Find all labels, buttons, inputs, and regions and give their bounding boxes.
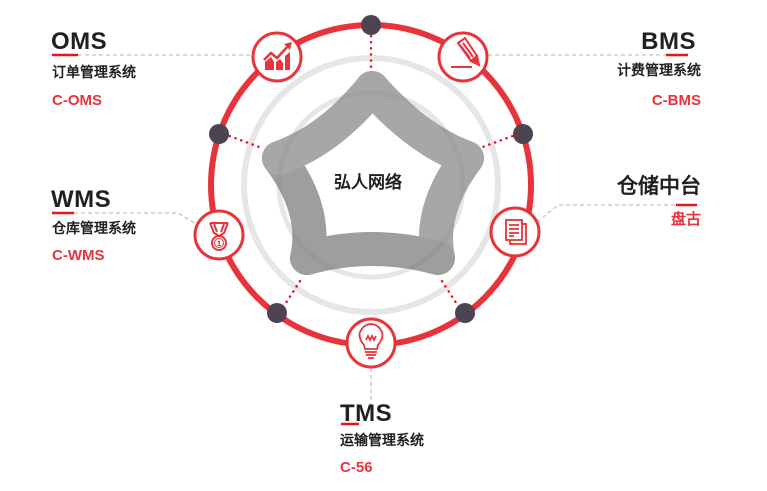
chart-growth-icon	[263, 42, 292, 70]
warehouse-title: 仓储中台	[617, 174, 701, 198]
bms-subtitle: 计费管理系统	[617, 63, 701, 79]
warehouse-icon-node[interactable]	[489, 206, 541, 258]
tms-subtitle: 运输管理系统	[340, 433, 424, 449]
bms-code: C-BMS	[651, 92, 701, 109]
medal-icon	[209, 222, 229, 251]
star-logo	[262, 71, 484, 275]
document-icon	[505, 219, 527, 245]
wms-code: C-WMS	[52, 247, 105, 264]
wms-title: WMS	[51, 186, 112, 213]
svg-text:1: 1	[217, 240, 222, 248]
lightbulb-icon	[358, 323, 384, 359]
center-label: 弘人网络	[334, 173, 402, 193]
pencil-icon	[451, 36, 481, 68]
oms-subtitle: 订单管理系统	[52, 65, 136, 81]
bms-icon-node[interactable]	[437, 31, 489, 83]
tms-code: C-56	[340, 459, 373, 476]
tms-icon-node[interactable]	[345, 317, 397, 369]
tms-title: TMS	[340, 400, 393, 427]
oms-code: C-OMS	[52, 92, 102, 109]
warehouse-code: 盘古	[670, 210, 701, 228]
ring-dots	[209, 15, 533, 323]
oms-title: OMS	[51, 28, 108, 55]
oms-icon-node[interactable]	[251, 31, 303, 83]
wms-subtitle: 仓库管理系统	[52, 221, 136, 237]
leader-lines	[74, 54, 676, 410]
outer-gray-ring	[241, 55, 501, 315]
wms-icon-node[interactable]: 1	[193, 209, 245, 261]
bms-title: BMS	[641, 28, 696, 55]
title-underlines	[52, 53, 697, 426]
